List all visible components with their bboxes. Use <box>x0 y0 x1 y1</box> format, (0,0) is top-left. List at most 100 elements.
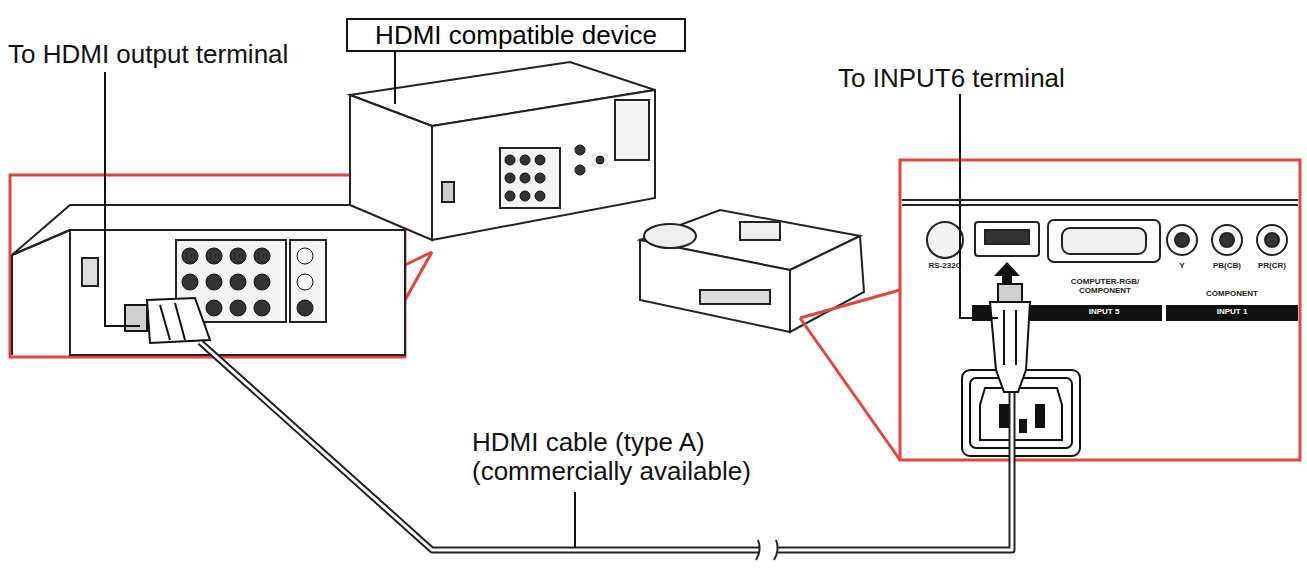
projector-rear <box>1257 225 1287 255</box>
projector-rear <box>902 200 1298 262</box>
port-label: RS-232C <box>922 262 968 271</box>
jack <box>505 191 515 201</box>
projector-rear <box>1175 233 1189 247</box>
hdmi-cable-core <box>200 342 1012 550</box>
jack <box>206 274 222 290</box>
device-rear <box>82 258 98 286</box>
jack <box>505 173 515 183</box>
projector-rear <box>1062 228 1146 254</box>
break-mark <box>756 540 778 560</box>
device-rear <box>12 230 70 255</box>
projector <box>700 290 770 304</box>
projector-rear <box>1220 233 1234 247</box>
hdmi-plug <box>1003 310 1005 365</box>
jack <box>206 248 222 264</box>
port-label: PR(CR) <box>1250 262 1294 271</box>
device-label-box: HDMI compatible device <box>346 18 686 52</box>
jack <box>182 248 313 316</box>
projector-rear <box>902 204 1298 206</box>
break-mark <box>774 540 778 560</box>
projector-rear <box>1265 233 1279 247</box>
power-inlet <box>980 388 1062 440</box>
hdmi-cable <box>778 390 1012 550</box>
callout-text: To INPUT6 terminal <box>838 64 1138 93</box>
port-label: PB(CB) <box>1205 262 1249 271</box>
hdmi-plug <box>125 298 210 343</box>
input-label: INPUT 5 <box>1046 308 1162 317</box>
hdmi-device <box>350 95 432 240</box>
jack <box>520 173 530 183</box>
zoom-panel <box>10 175 405 357</box>
projector-rear <box>975 222 1039 256</box>
jack <box>535 191 545 201</box>
input-label: INPUT 1 <box>1166 308 1298 317</box>
jack <box>575 145 585 155</box>
jack <box>254 248 270 264</box>
callout-text: To HDMI output terminal <box>8 40 348 69</box>
leader-line <box>960 94 998 318</box>
power-inlet <box>1020 420 1026 432</box>
jack <box>230 300 246 316</box>
jack <box>505 155 515 165</box>
jack <box>535 173 545 183</box>
jack <box>297 274 313 290</box>
port-label: COMPONENT <box>1166 290 1298 299</box>
leader-line <box>574 492 576 547</box>
projector-rear <box>1167 225 1197 255</box>
hdmi-cable <box>200 342 1012 550</box>
jack <box>297 248 313 264</box>
port-label: Y <box>1167 262 1197 271</box>
jack <box>535 155 545 165</box>
power-inlet <box>970 378 1072 448</box>
hdmi-device <box>432 90 655 240</box>
jack <box>182 248 198 264</box>
hdmi-plug <box>990 284 1030 392</box>
projector-rear <box>985 230 1029 244</box>
zoom-lines <box>800 290 900 460</box>
projector <box>740 222 780 240</box>
leader-line <box>105 72 140 326</box>
jack <box>230 274 246 290</box>
projector-rear <box>1048 220 1160 262</box>
jack <box>182 274 198 290</box>
power-inlet <box>1000 405 1008 427</box>
hdmi-device <box>442 182 454 202</box>
leader-line <box>105 52 998 547</box>
projector <box>644 224 696 248</box>
cable-label: HDMI cable (type A) (commercially availa… <box>472 428 812 485</box>
jack <box>230 248 246 264</box>
projector <box>640 240 790 332</box>
zoom-panel <box>405 252 432 300</box>
projector-rear <box>902 199 1298 201</box>
hdmi-device <box>500 148 560 208</box>
jack <box>505 145 604 201</box>
jack <box>206 300 222 316</box>
power-inlet <box>1036 405 1044 427</box>
hdmi-plug <box>1015 310 1017 365</box>
leader-line <box>394 52 396 104</box>
hdmi-plug <box>175 303 185 340</box>
device-rear <box>12 205 405 355</box>
hdmi-plug <box>160 305 170 340</box>
projector-rear <box>1212 225 1242 255</box>
port-label: COMPUTER-RGB/ COMPONENT <box>1050 278 1160 296</box>
jack <box>254 274 270 290</box>
device-rear <box>70 230 405 355</box>
projector-rear <box>927 222 963 258</box>
device-rear <box>11 255 13 355</box>
hdmi-plug <box>125 305 147 331</box>
hdmi-plug <box>147 298 210 343</box>
projector <box>640 210 864 332</box>
hdmi-plug <box>998 284 1022 302</box>
jack <box>520 155 530 165</box>
hdmi-plug <box>990 302 1030 392</box>
jack <box>254 300 270 316</box>
zoom-lines <box>800 318 900 460</box>
jack <box>596 156 604 164</box>
jack <box>575 165 585 175</box>
device-label: HDMI compatible device <box>375 21 657 50</box>
hdmi-device <box>615 100 649 160</box>
hdmi-cable-core <box>778 390 1012 550</box>
